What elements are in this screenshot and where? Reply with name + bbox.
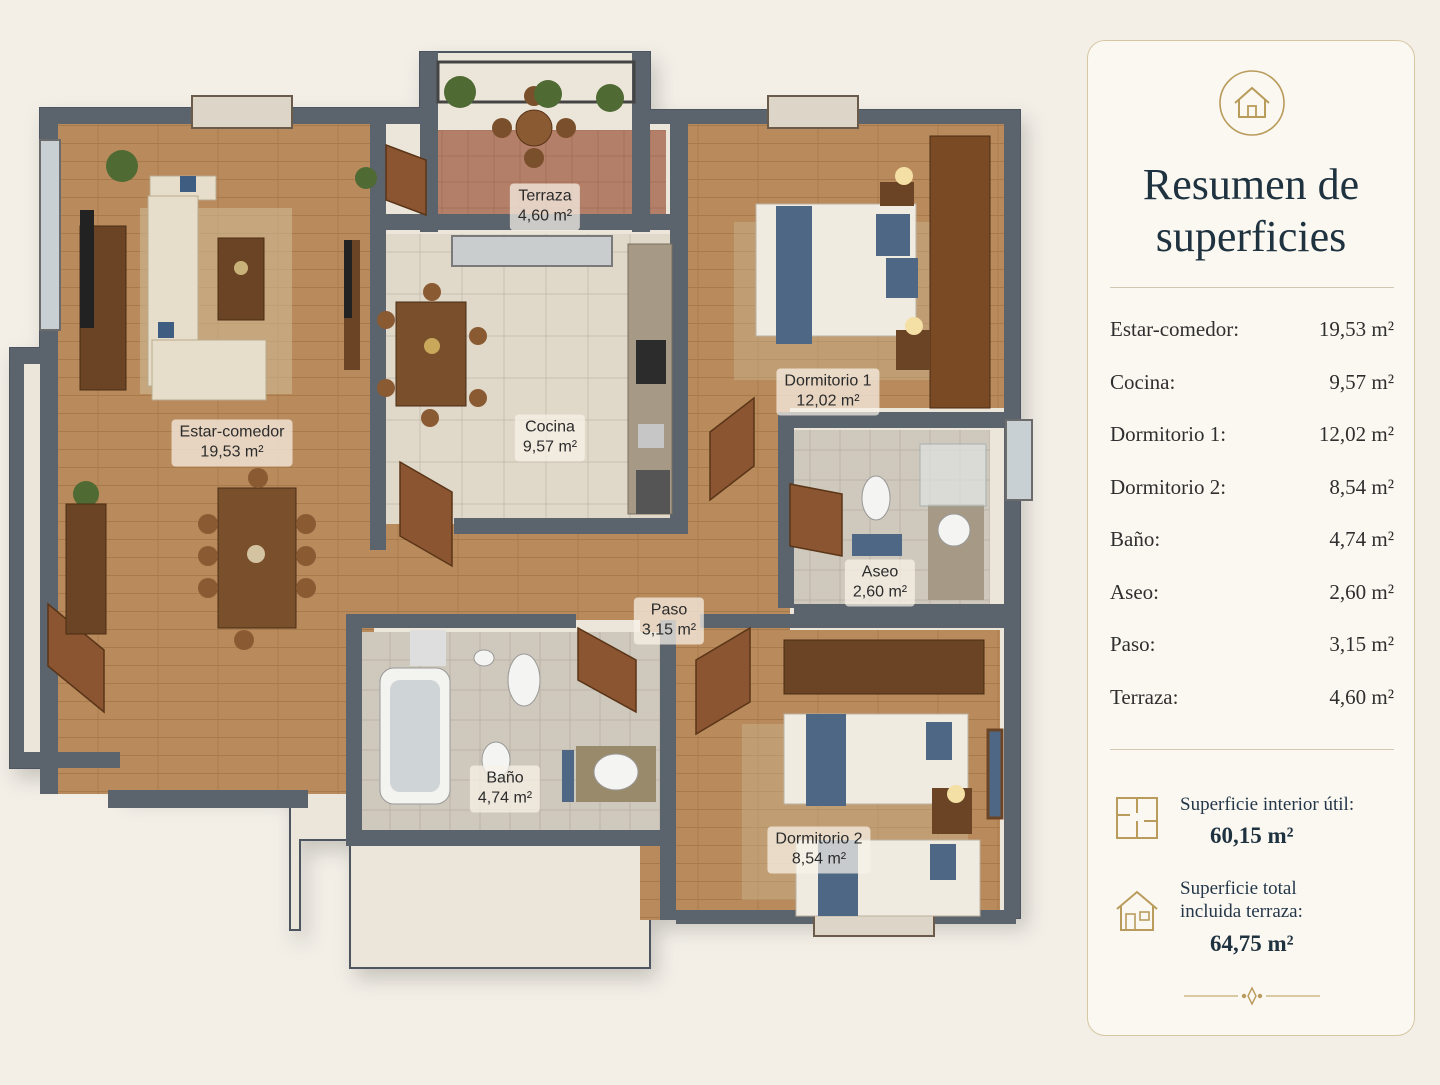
area-row: Dormitorio 2: 8,54 m² (1110, 475, 1394, 528)
area-value: 4,74 m² (1329, 527, 1394, 551)
area-value: 12,02 m² (1318, 422, 1394, 446)
interior-label: Superficie interior útil: (1180, 794, 1355, 815)
total-label-line2: incluida terraza: (1180, 901, 1303, 922)
label-dormitorio2: Dormitorio 2 8,54 m² (767, 826, 871, 874)
aseo-name: Aseo (861, 563, 899, 581)
kitchen-furniture (377, 243, 673, 515)
area-label: Terraza: (1110, 684, 1179, 709)
terrace-furniture (444, 76, 624, 168)
cocina-name: Cocina (525, 418, 575, 436)
floorplan-icon (1116, 797, 1158, 839)
area-label: Dormitorio 2: (1110, 474, 1227, 499)
dorm1-name: Dormitorio 1 (784, 372, 872, 390)
interior-value: 60,15 m² (1210, 823, 1294, 848)
area-row: Paso: 3,15 m² (1110, 632, 1394, 685)
label-dormitorio1: Dormitorio 1 12,02 m² (776, 368, 880, 416)
panel-title-line2: superficies (1155, 212, 1347, 261)
area-label: Paso: (1110, 632, 1156, 656)
aseo-area: 2,60 m² (852, 583, 908, 601)
area-value: 4,60 m² (1329, 684, 1394, 709)
panel-title: Resumen de superficies (1088, 159, 1414, 263)
area-label: Aseo: (1110, 579, 1159, 604)
bedroom1-furniture (734, 135, 991, 409)
cocina-area: 9,57 m² (522, 438, 578, 456)
doors (47, 143, 843, 736)
area-row: Baño: 4,74 m² (1110, 527, 1394, 580)
area-row: Aseo: 2,60 m² (1110, 580, 1394, 633)
label-paso: Paso 3,15 m² (633, 597, 705, 645)
area-value: 8,54 m² (1329, 474, 1394, 499)
estar-area: 19,53 m² (200, 443, 264, 461)
area-value: 19,53 m² (1318, 317, 1394, 341)
area-row: Estar-comedor: 19,53 m² (1110, 317, 1394, 370)
area-label: Dormitorio 1: (1110, 422, 1227, 446)
estar-name: Estar-comedor (179, 423, 285, 441)
area-row: Cocina: 9,57 m² (1110, 370, 1394, 423)
divider-bottom (1110, 749, 1394, 750)
dorm2-area: 8,54 m² (791, 850, 847, 868)
area-value: 3,15 m² (1329, 632, 1394, 656)
summary-panel: Resumen de superficies Estar-comedor: 19… (1087, 40, 1415, 1036)
label-terraza: Terraza 4,60 m² (509, 183, 581, 231)
bano-area: 4,74 m² (477, 789, 533, 807)
ornament-divider-icon (1184, 986, 1320, 1006)
total-label-line1: Superficie total (1180, 878, 1297, 899)
area-label: Cocina: (1110, 369, 1176, 394)
label-cocina: Cocina 9,57 m² (514, 414, 586, 462)
dorm2-name: Dormitorio 2 (775, 830, 863, 848)
paso-name: Paso (650, 601, 688, 619)
paso-area: 3,15 m² (641, 621, 697, 639)
area-list: Estar-comedor: 19,53 m² Cocina: 9,57 m² … (1110, 317, 1394, 737)
total-value: 64,75 m² (1210, 931, 1294, 956)
label-estar-comedor: Estar-comedor 19,53 m² (171, 419, 293, 467)
walls (10, 52, 1020, 924)
dorm1-area: 12,02 m² (796, 392, 860, 410)
terraza-name: Terraza (518, 187, 572, 205)
terraza-area: 4,60 m² (517, 207, 573, 225)
area-value: 2,60 m² (1329, 579, 1394, 604)
dining-set (198, 468, 316, 650)
panel-title-line1: Resumen de (1142, 160, 1360, 209)
area-value: 9,57 m² (1329, 369, 1394, 394)
divider-top (1110, 287, 1394, 288)
house-icon (1219, 70, 1285, 136)
total-label: Superficie total incluida terraza: (1180, 877, 1400, 923)
area-label: Estar-comedor: (1110, 317, 1240, 341)
label-bano: Baño 4,74 m² (469, 765, 541, 813)
floor-plan: Terraza 4,60 m² Estar-comedor 19,53 m² C… (9, 51, 1033, 969)
area-row: Terraza: 4,60 m² (1110, 685, 1394, 738)
house-outline-icon (1116, 890, 1158, 931)
area-label: Baño: (1110, 527, 1161, 551)
living-furniture (65, 150, 377, 635)
floor-plan-drawing (9, 51, 1033, 969)
bano-name: Baño (486, 769, 524, 787)
area-row: Dormitorio 1: 12,02 m² (1110, 422, 1394, 475)
aseo-fixtures (852, 443, 987, 600)
label-aseo: Aseo 2,60 m² (844, 559, 916, 607)
